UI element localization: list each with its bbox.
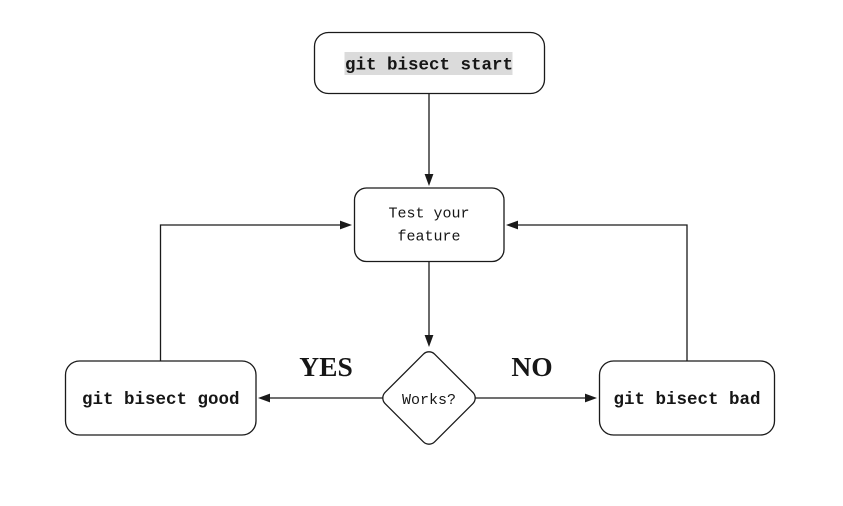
- svg-text:NO: NO: [511, 351, 552, 382]
- svg-text:git bisect good: git bisect good: [82, 390, 240, 410]
- svg-text:feature: feature: [397, 229, 460, 246]
- svg-text:Works?: Works?: [402, 392, 456, 409]
- svg-text:git bisect start: git bisect start: [345, 56, 513, 76]
- svg-text:YES: YES: [299, 351, 353, 382]
- svg-text:git bisect bad: git bisect bad: [613, 390, 760, 410]
- svg-text:Test your: Test your: [388, 206, 469, 223]
